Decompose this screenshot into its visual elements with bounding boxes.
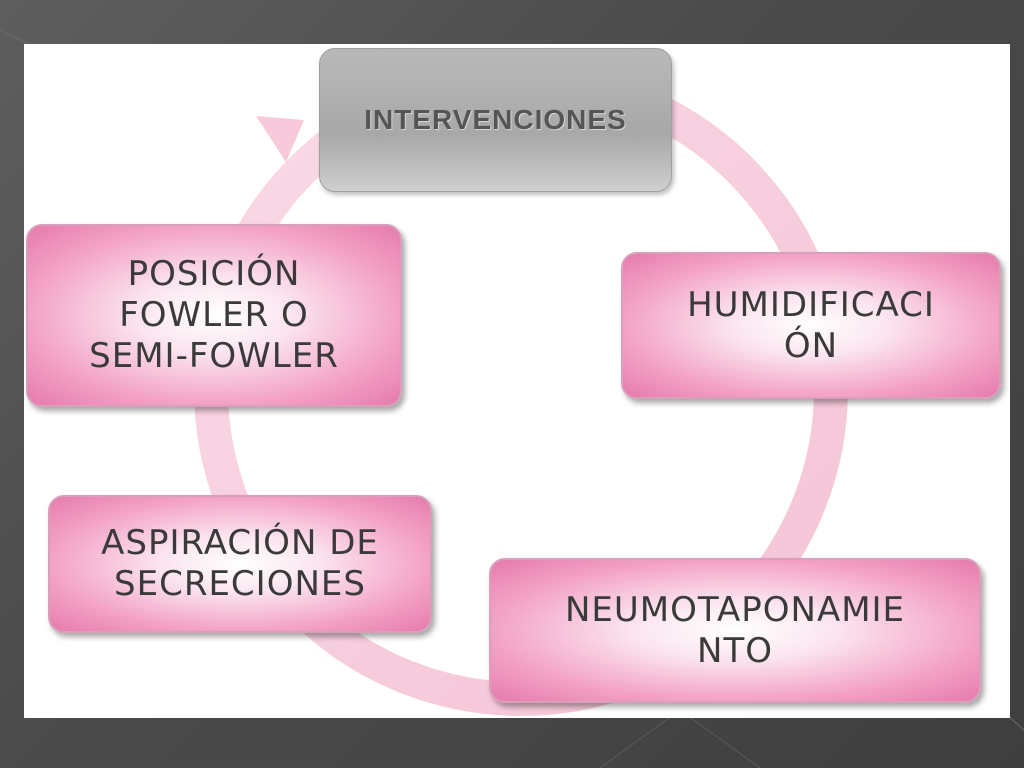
node-intervenciones: INTERVENCIONES bbox=[319, 48, 672, 192]
cycle-arrowhead bbox=[256, 116, 304, 162]
diagram-canvas: INTERVENCIONES HUMIDIFICACI ÓN NEUMOTAPO… bbox=[24, 44, 1010, 718]
node-humidificacion: HUMIDIFICACI ÓN bbox=[621, 252, 1001, 399]
node-aspiracion: ASPIRACIÓN DE SECRECIONES bbox=[48, 495, 432, 633]
node-posicion: POSICIÓN FOWLER O SEMI-FOWLER bbox=[26, 224, 402, 407]
node-neumotaponamiento: NEUMOTAPONAMIE NTO bbox=[489, 558, 981, 703]
